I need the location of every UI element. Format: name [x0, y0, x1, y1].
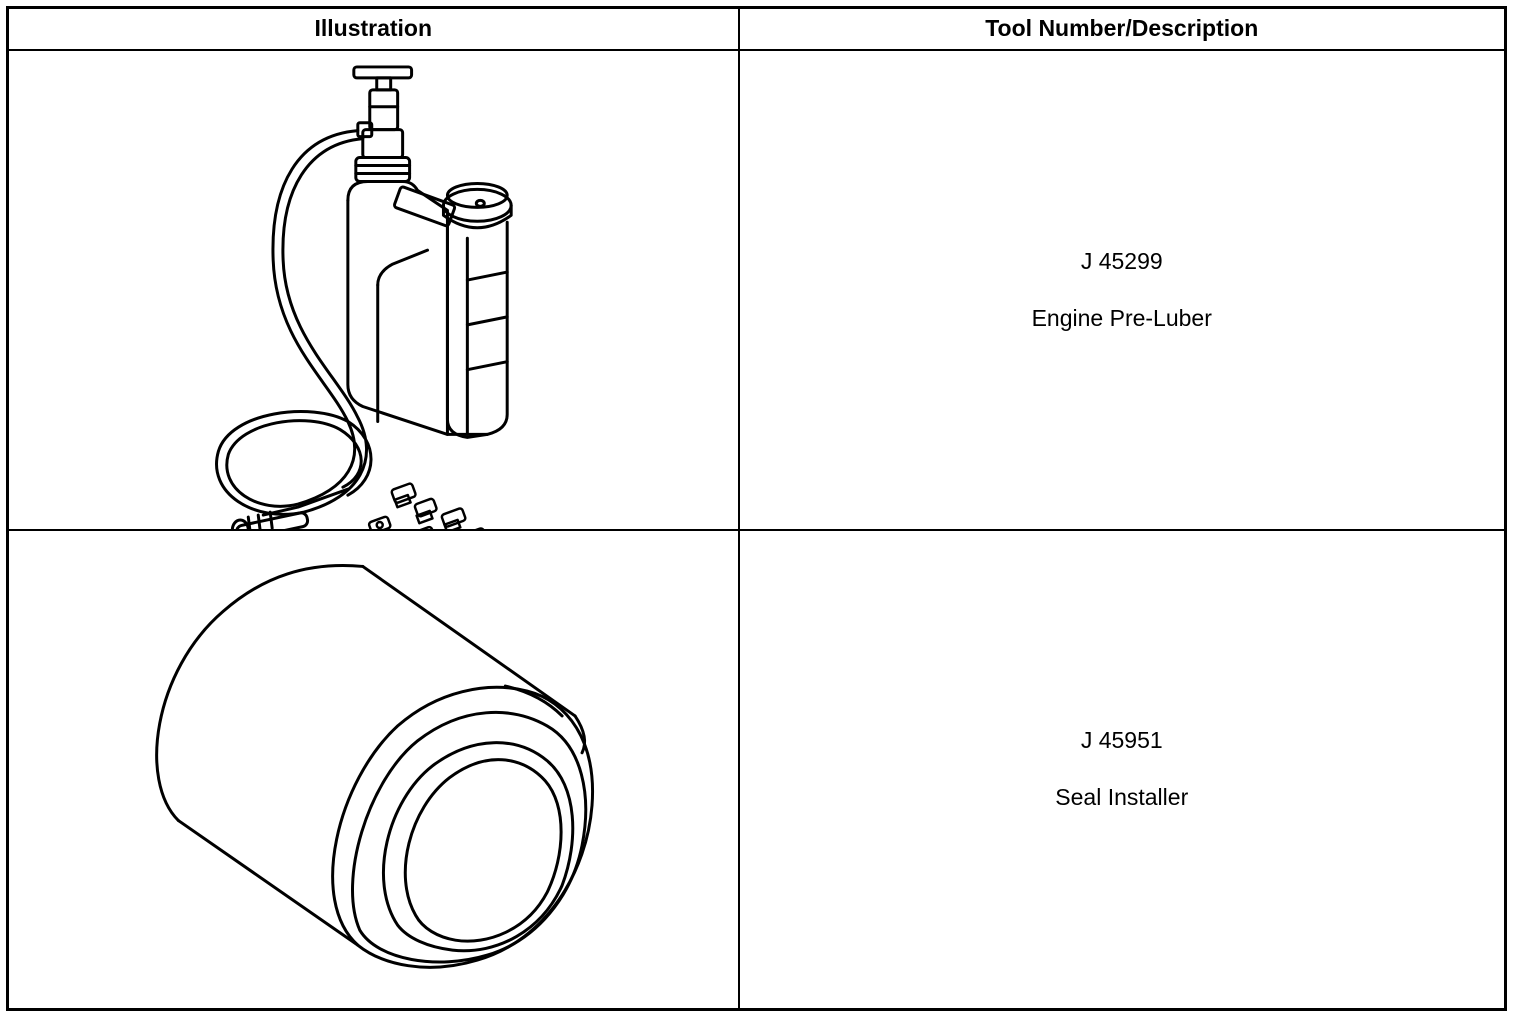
tool-number: J 45299 [1080, 247, 1163, 274]
tool-description-cell: J 45951 Seal Installer [737, 528, 1507, 1011]
table-row: J 45951 Seal Installer [6, 528, 1507, 1011]
seal-installer-cylinder-icon [155, 563, 595, 969]
illustration-header: Illustration [6, 6, 740, 51]
tool-description: Seal Installer [1055, 784, 1189, 811]
table-header-row: Illustration Tool Number/Description [6, 6, 1507, 51]
illustration-cell [6, 48, 740, 531]
tool-description-cell: J 45299 Engine Pre-Luber [737, 48, 1507, 531]
tool-description: Engine Pre-Luber [1031, 304, 1212, 331]
tool-table: Illustration Tool Number/Description [6, 6, 1507, 1011]
tool-description-header: Tool Number/Description [737, 6, 1507, 51]
oil-pump-canister-icon [215, 64, 513, 529]
tool-number: J 45951 [1080, 727, 1163, 754]
table-row: J 45299 Engine Pre-Luber [6, 48, 1507, 531]
illustration-cell [6, 528, 740, 1011]
